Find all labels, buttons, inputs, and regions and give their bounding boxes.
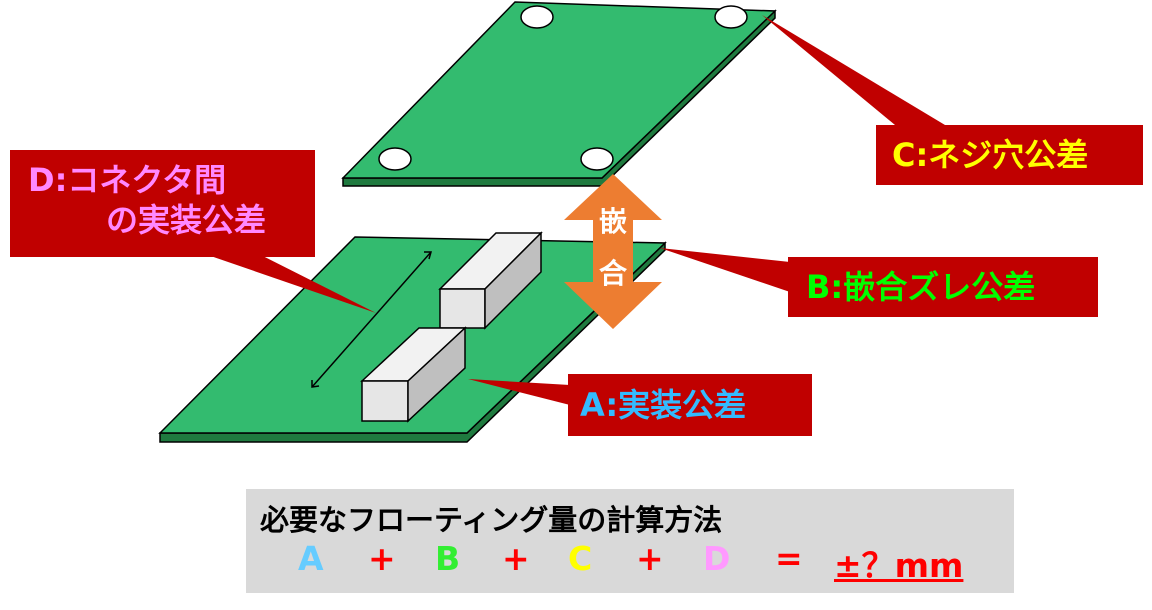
callout-mating-misalignment-tolerance: B:嵌合ズレ公差 (788, 257, 1098, 317)
callout-d-pointer (170, 242, 376, 313)
formula-plus: + (502, 539, 530, 578)
formula-title: 必要なフローティング量の計算方法 (260, 503, 723, 537)
mating-arrow-label-2: 合 (598, 257, 627, 290)
callout-a-label: A:実装公差 (580, 386, 747, 424)
formula-term-a: A (298, 539, 324, 578)
formula-equals: = (775, 539, 803, 578)
connector-front-face (439, 288, 486, 329)
callout-c-pointer (762, 15, 945, 125)
formula-term-c: C (568, 539, 593, 578)
formula-result: ±？mm (834, 546, 964, 585)
callout-connector-spacing-tolerance: D:コネクタ間 の実装公差 (10, 150, 315, 257)
screw-hole (580, 147, 614, 171)
distance-arrowhead (311, 380, 320, 388)
callout-c-label: C:ネジ穴公差 (892, 136, 1089, 174)
connector-front-face (361, 380, 409, 422)
distance-arrowhead (424, 251, 432, 260)
screw-hole (378, 147, 412, 171)
callout-screw-hole-tolerance: C:ネジ穴公差 (876, 125, 1143, 185)
top-board (341, 1, 777, 179)
callout-b-pointer (660, 248, 790, 292)
formula-plus: + (636, 539, 664, 578)
callout-mounting-tolerance: A:実装公差 (568, 374, 812, 436)
screw-hole (520, 5, 554, 29)
connector-side-face (484, 231, 542, 330)
mating-arrow-label-1: 嵌 (598, 205, 627, 238)
connector-side-face (407, 326, 466, 423)
mating-arrow (564, 174, 662, 329)
formula-plus: + (368, 539, 396, 578)
screw-hole (714, 5, 748, 29)
formula-row: A + B + C + D = ±？mm (246, 539, 1014, 585)
formula-term-b: B (435, 539, 461, 578)
callout-d-line2: の実装公差 (106, 201, 267, 239)
distance-arrow (311, 251, 432, 388)
callout-d-line1: D:コネクタ間 (28, 161, 227, 199)
callout-b-label: B:嵌合ズレ公差 (806, 268, 1036, 306)
formula-term-d: D (703, 539, 731, 578)
callout-a-pointer (468, 379, 570, 405)
formula-box: 必要なフローティング量の計算方法 A + B + C + D = ±？mm (246, 489, 1014, 593)
